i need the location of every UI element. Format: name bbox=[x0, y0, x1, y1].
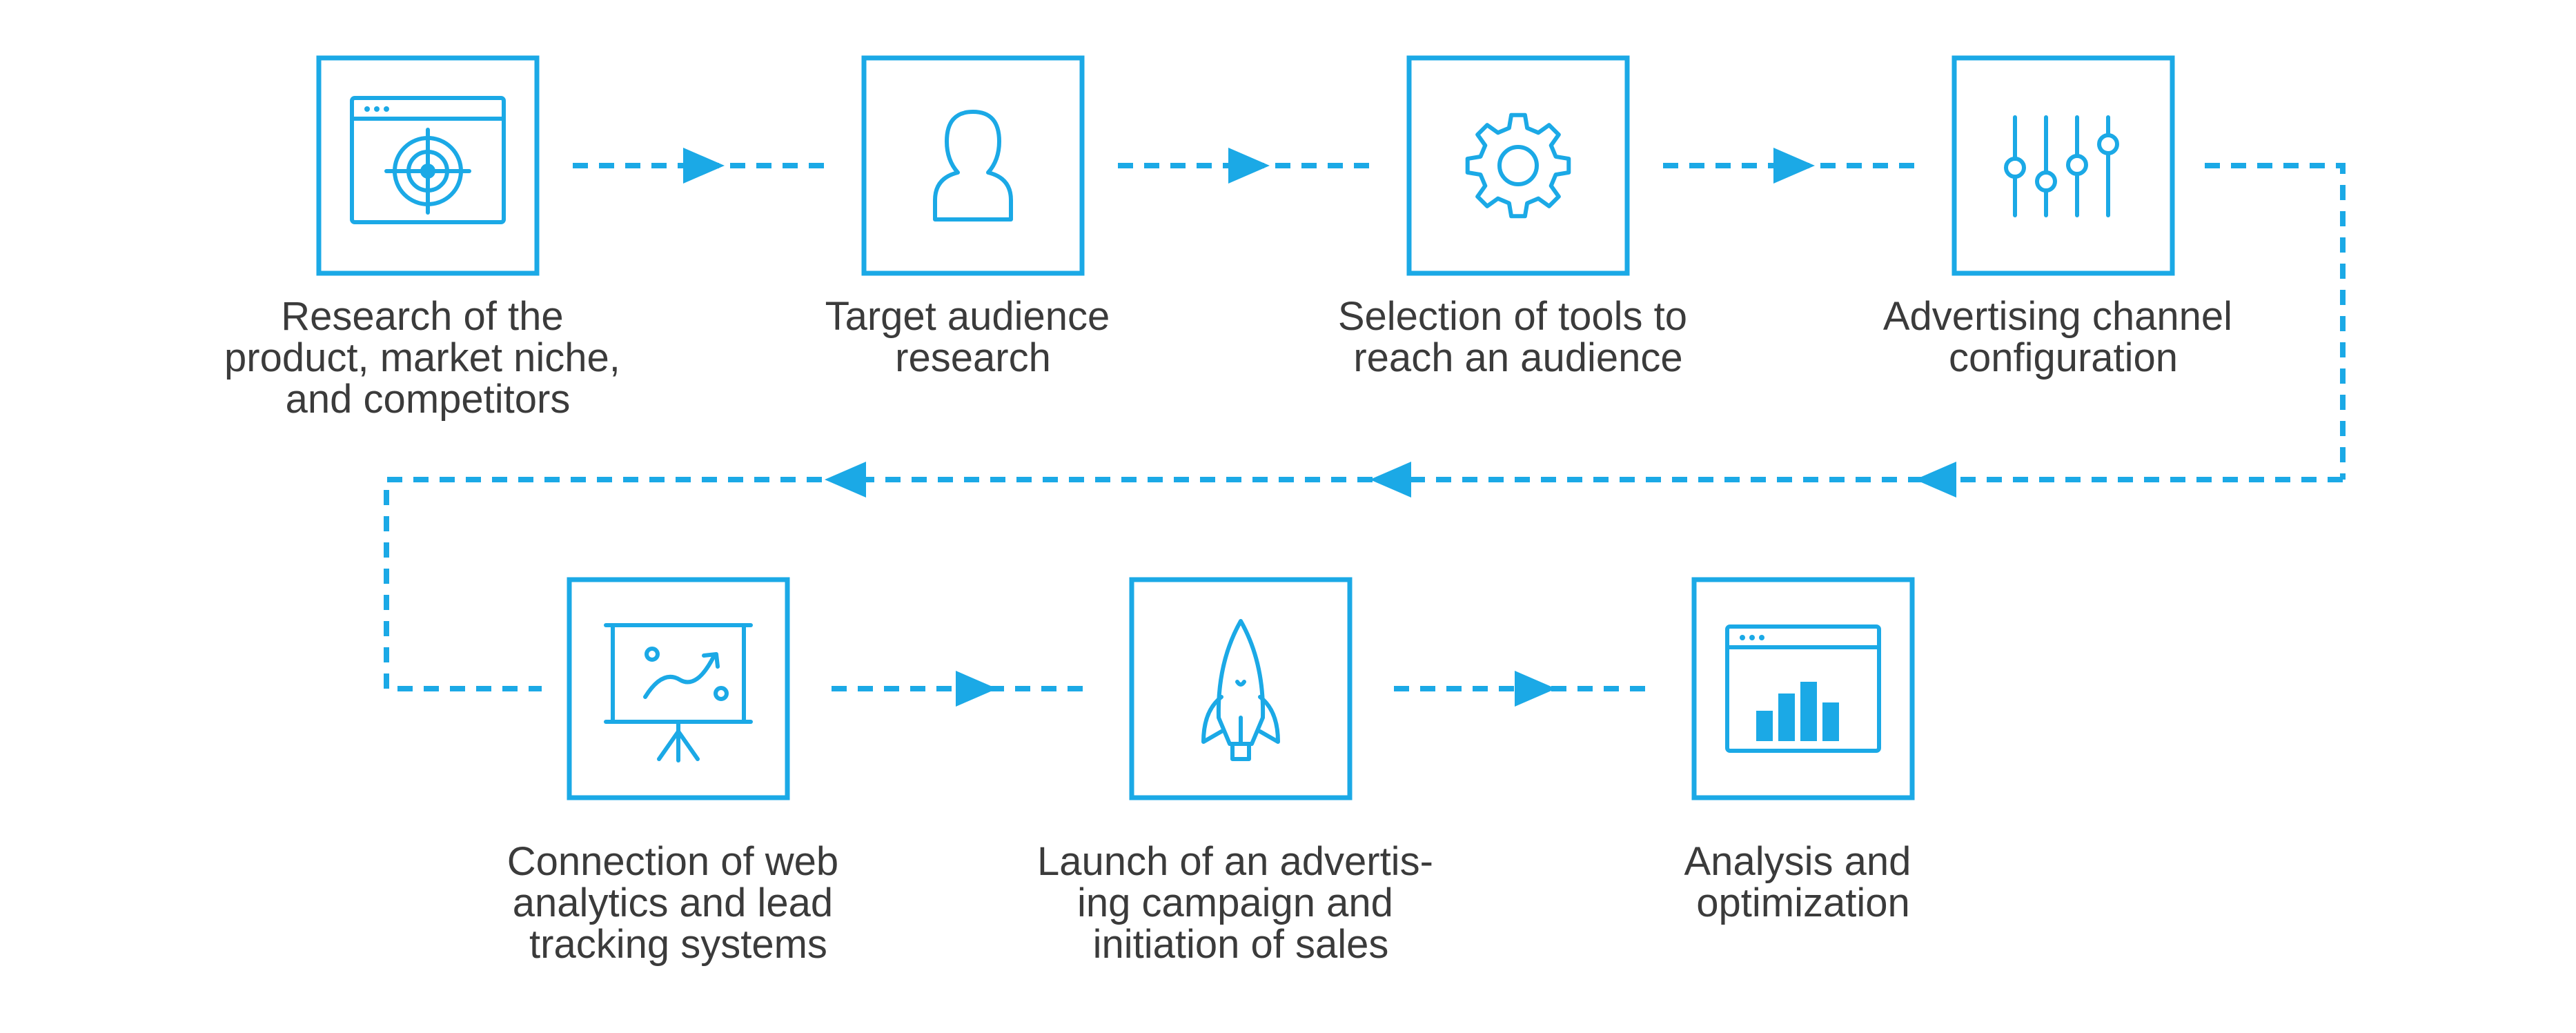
arrowhead-1-2 bbox=[683, 148, 725, 184]
step-label-line: analytics and lead bbox=[513, 880, 833, 925]
step-labels: Research of the product, market niche, a… bbox=[224, 294, 2243, 967]
browser-target-icon bbox=[350, 96, 506, 224]
step-label-6: Launch of an advertis- ing campaign and … bbox=[1037, 839, 1444, 967]
step-label-line: Target audience bbox=[825, 294, 1110, 339]
connector-wrap-down bbox=[2205, 163, 2346, 480]
step-label-line: product, market niche, bbox=[224, 335, 620, 380]
step-label-line: research bbox=[895, 335, 1051, 380]
step-label-line: reach an audience bbox=[1353, 335, 1682, 380]
connector-return-line bbox=[384, 477, 2343, 691]
step-label-line: Selection of tools to bbox=[1338, 294, 1687, 339]
arrowheads bbox=[683, 148, 1956, 707]
arrowhead-return-3 bbox=[825, 462, 866, 498]
step-label-2: Target audience research bbox=[825, 294, 1121, 380]
step-label-line: optimization bbox=[1696, 880, 1909, 925]
arrowhead-return-2 bbox=[1370, 462, 1411, 498]
arrowhead-2-3 bbox=[1228, 148, 1270, 184]
arrowhead-3-4 bbox=[1773, 148, 1815, 184]
step-label-line: Connection of web bbox=[507, 839, 838, 884]
sliders-icon bbox=[2004, 115, 2119, 217]
connectors bbox=[384, 163, 2346, 691]
step-box-7 bbox=[1691, 577, 1915, 800]
rocket-icon bbox=[1201, 619, 1280, 761]
step-box-6 bbox=[1129, 577, 1353, 800]
step-box-1 bbox=[316, 55, 540, 276]
step-label-line: Launch of an advertis- bbox=[1037, 839, 1433, 884]
browser-bar-chart-icon bbox=[1725, 624, 1881, 753]
presentation-board-icon bbox=[604, 623, 753, 763]
gear-icon bbox=[1465, 112, 1571, 219]
arrowhead-5-6 bbox=[956, 671, 997, 707]
step-label-line: and competitors bbox=[286, 377, 571, 422]
step-label-line: initiation of sales bbox=[1093, 922, 1389, 967]
step-box-3 bbox=[1406, 55, 1630, 276]
user-icon bbox=[933, 110, 1013, 222]
step-label-7: Analysis and optimization bbox=[1684, 839, 1923, 925]
step-label-line: ing campaign and bbox=[1077, 880, 1393, 925]
step-label-line: tracking systems bbox=[529, 922, 827, 967]
step-label-5: Connection of web analytics and lead tra… bbox=[507, 839, 850, 967]
step-label-1: Research of the product, market niche, a… bbox=[224, 294, 631, 422]
step-label-line: configuration bbox=[1949, 335, 2178, 380]
step-label-line: Research of the bbox=[281, 294, 563, 339]
step-boxes bbox=[316, 55, 2175, 800]
step-label-4: Advertising channel configuration bbox=[1883, 294, 2243, 380]
step-box-2 bbox=[861, 55, 1085, 276]
step-box-4 bbox=[1951, 55, 2175, 276]
step-box-5 bbox=[567, 577, 790, 800]
arrowhead-6-7 bbox=[1515, 671, 1556, 707]
step-label-3: Selection of tools to reach an audience bbox=[1338, 294, 1698, 380]
step-label-line: Analysis and bbox=[1684, 839, 1911, 884]
step-label-line: Advertising channel bbox=[1883, 294, 2232, 339]
arrowhead-return-1 bbox=[1915, 462, 1956, 498]
